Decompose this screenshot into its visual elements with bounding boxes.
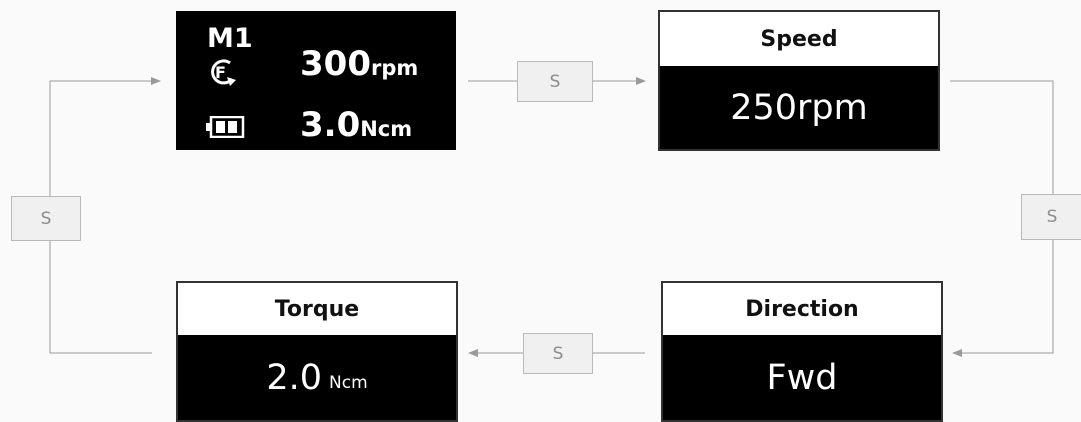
- s-button-home-to-speed[interactable]: S: [517, 61, 593, 102]
- s-button-speed-to-direction[interactable]: S: [1021, 194, 1081, 240]
- arrow-torque-to-home: [49, 241, 152, 354]
- svg-text:F: F: [215, 63, 226, 82]
- home-speed-readout: 300rpm: [300, 44, 419, 84]
- direction-screen-title: Direction: [663, 283, 941, 335]
- home-screen: M1 F 300rpm 3.0Ncm: [176, 11, 456, 150]
- speed-screen-value: 250rpm: [730, 87, 868, 128]
- s-button-torque-to-home[interactable]: S: [11, 196, 81, 241]
- battery-icon: [205, 115, 245, 142]
- s-button-direction-to-torque[interactable]: S: [523, 333, 593, 374]
- forward-rotation-icon: F: [208, 58, 238, 90]
- direction-screen-value: Fwd: [766, 357, 838, 398]
- arrow-speed-to-direction: [950, 80, 1054, 194]
- torque-screen-title: Torque: [178, 283, 456, 335]
- memory-mode-label: M1: [207, 23, 253, 54]
- speed-screen: Speed 250rpm: [658, 10, 940, 151]
- speed-screen-title: Speed: [660, 12, 938, 66]
- direction-screen: Direction Fwd: [661, 281, 943, 422]
- home-torque-readout: 3.0Ncm: [300, 105, 413, 145]
